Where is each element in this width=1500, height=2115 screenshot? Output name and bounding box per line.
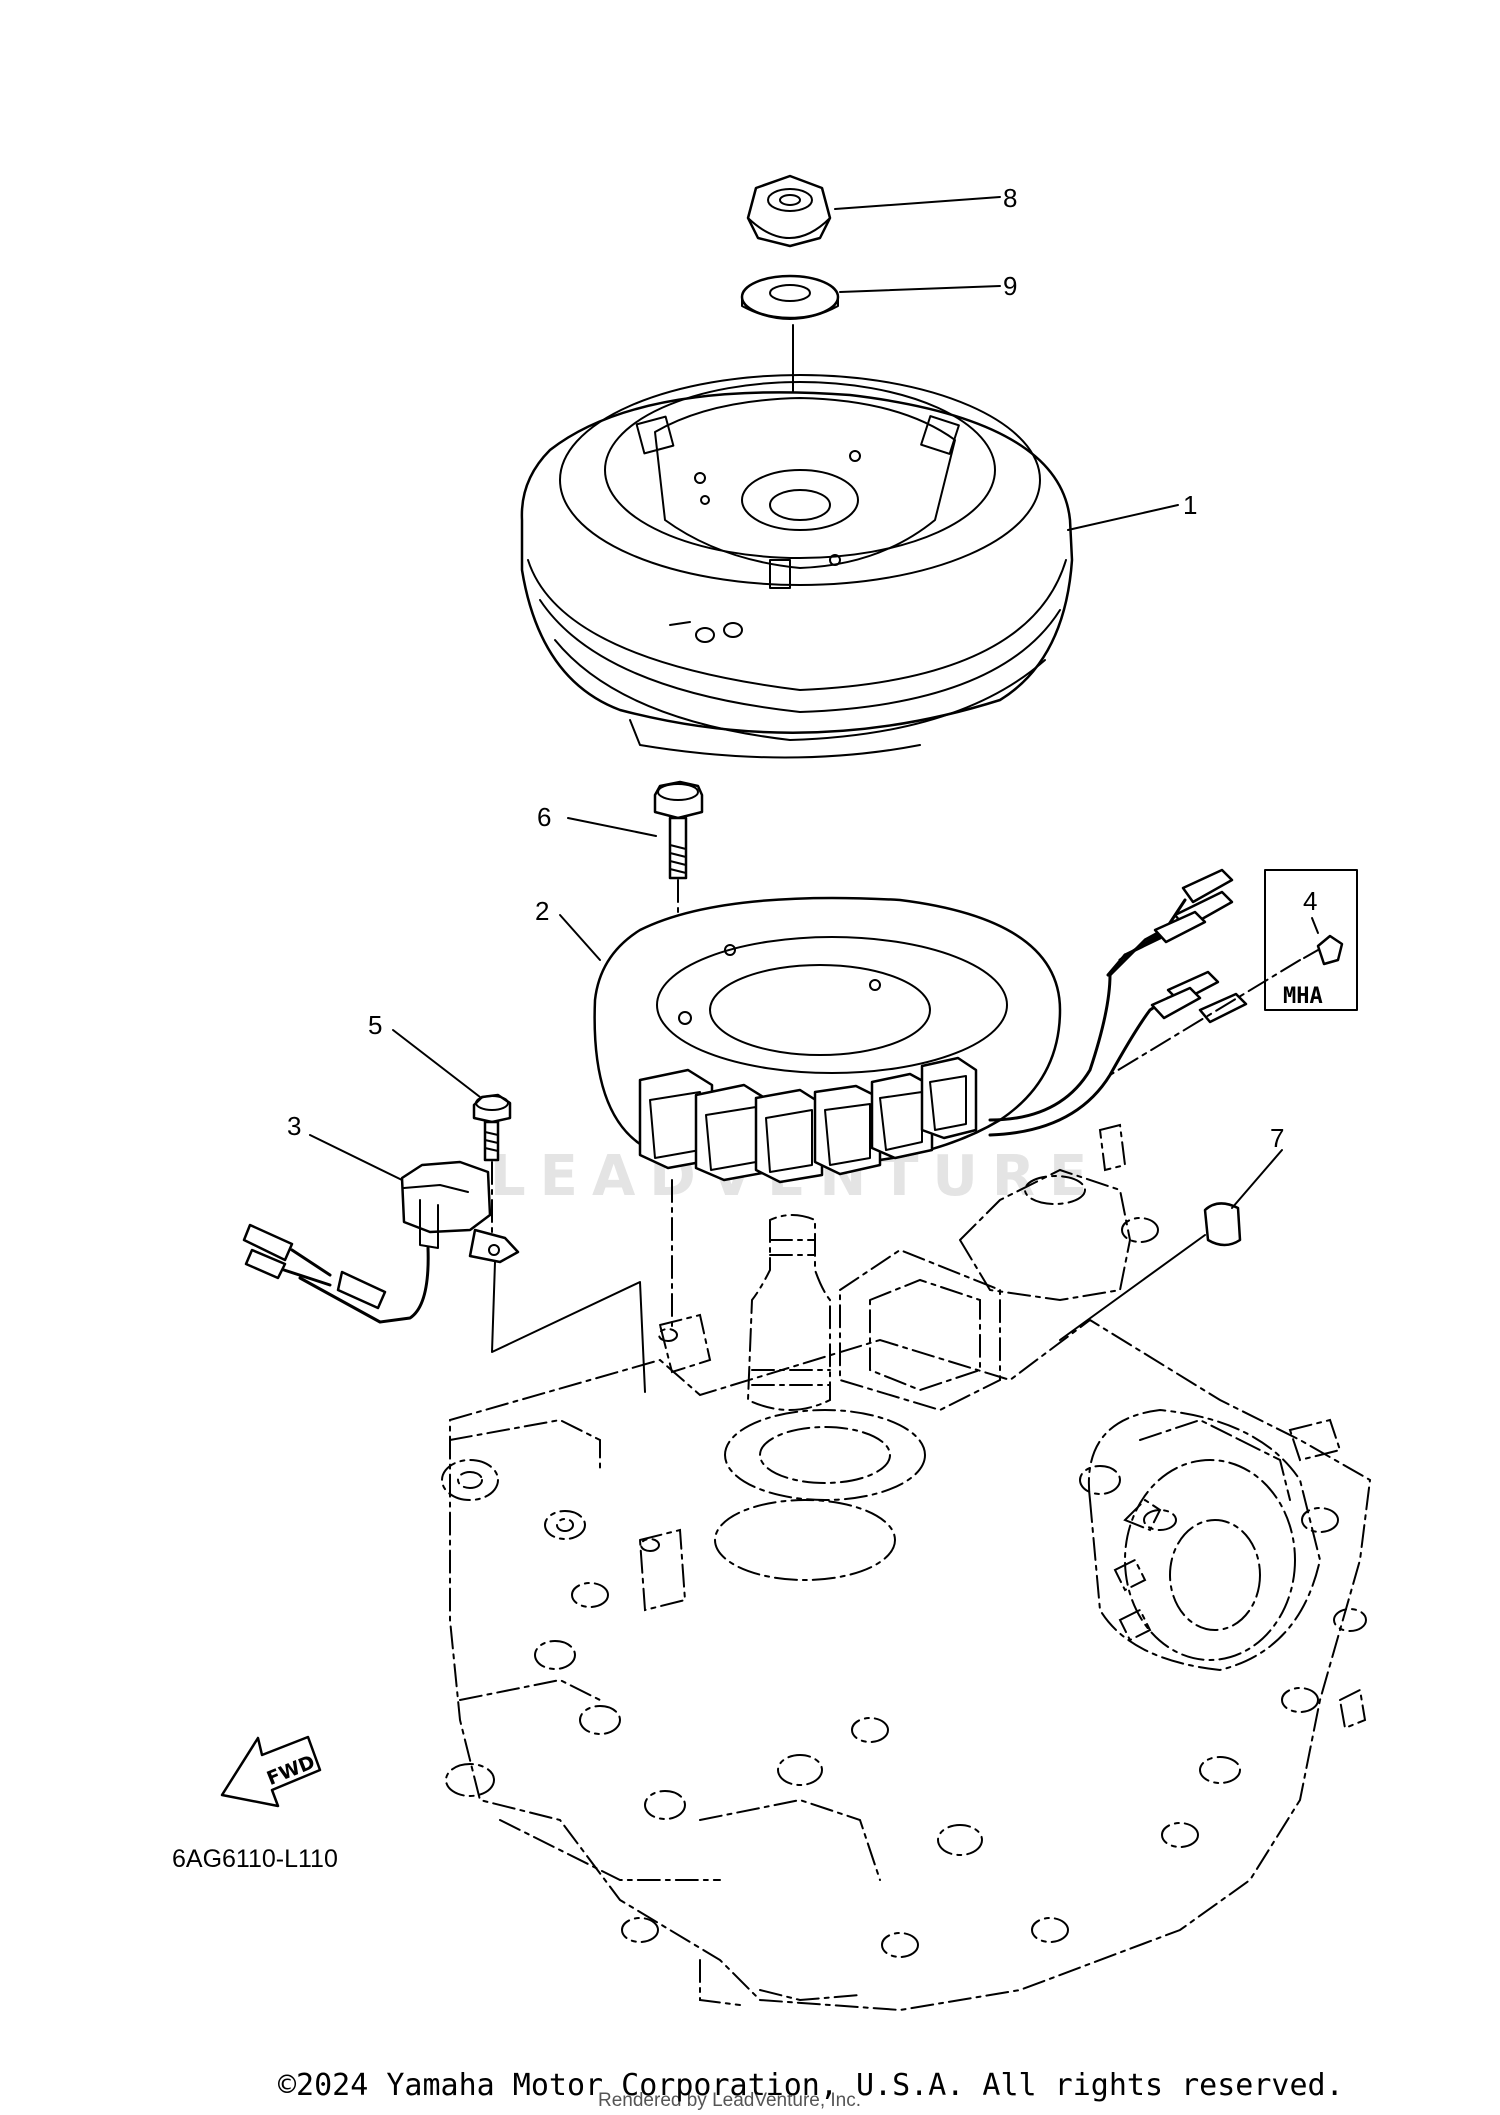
part-8-flange-nut [746,174,832,248]
fwd-direction-arrow: FWD [220,1735,322,1808]
callout-numbers: 8 9 1 6 2 4 5 3 7 [287,183,1317,1153]
stator-coils [638,1056,978,1184]
stator-wire-harness [988,868,1248,1137]
part-7-woodruff-key [1203,1202,1242,1247]
part-6-bolt [653,780,704,880]
part-9-washer [740,274,840,320]
callout-2: 2 [535,896,549,926]
mha-box-label: MHA [1283,984,1323,1009]
part-4-screw [1303,934,1344,966]
diagram-reference-code: 6AG6110-L110 [172,1845,338,1873]
callout-7: 7 [1270,1123,1284,1153]
callout-5: 5 [368,1010,382,1040]
crankcase-assembly-phantom [441,1123,1372,2012]
callout-4: 4 [1303,886,1317,916]
render-credit: Rendered by LeadVenture, Inc. [598,2090,862,2111]
callout-1: 1 [1183,490,1197,520]
copyright-notice: ©2024 Yamaha Motor Corporation, U.S.A. A… [278,2068,1344,2103]
callout-8: 8 [1003,183,1017,213]
callout-6: 6 [537,802,551,832]
part-5-screw [472,1093,512,1162]
mha-variant-box: MHA [1264,869,1358,1011]
part-2-stator-assembly [593,868,1248,1184]
part-1-flywheel-magneto [520,374,1074,759]
part-3-pulser-coil [242,1160,520,1324]
callout-leaders [309,196,1319,1209]
callout-3: 3 [287,1111,301,1141]
callout-9: 9 [1003,271,1017,301]
